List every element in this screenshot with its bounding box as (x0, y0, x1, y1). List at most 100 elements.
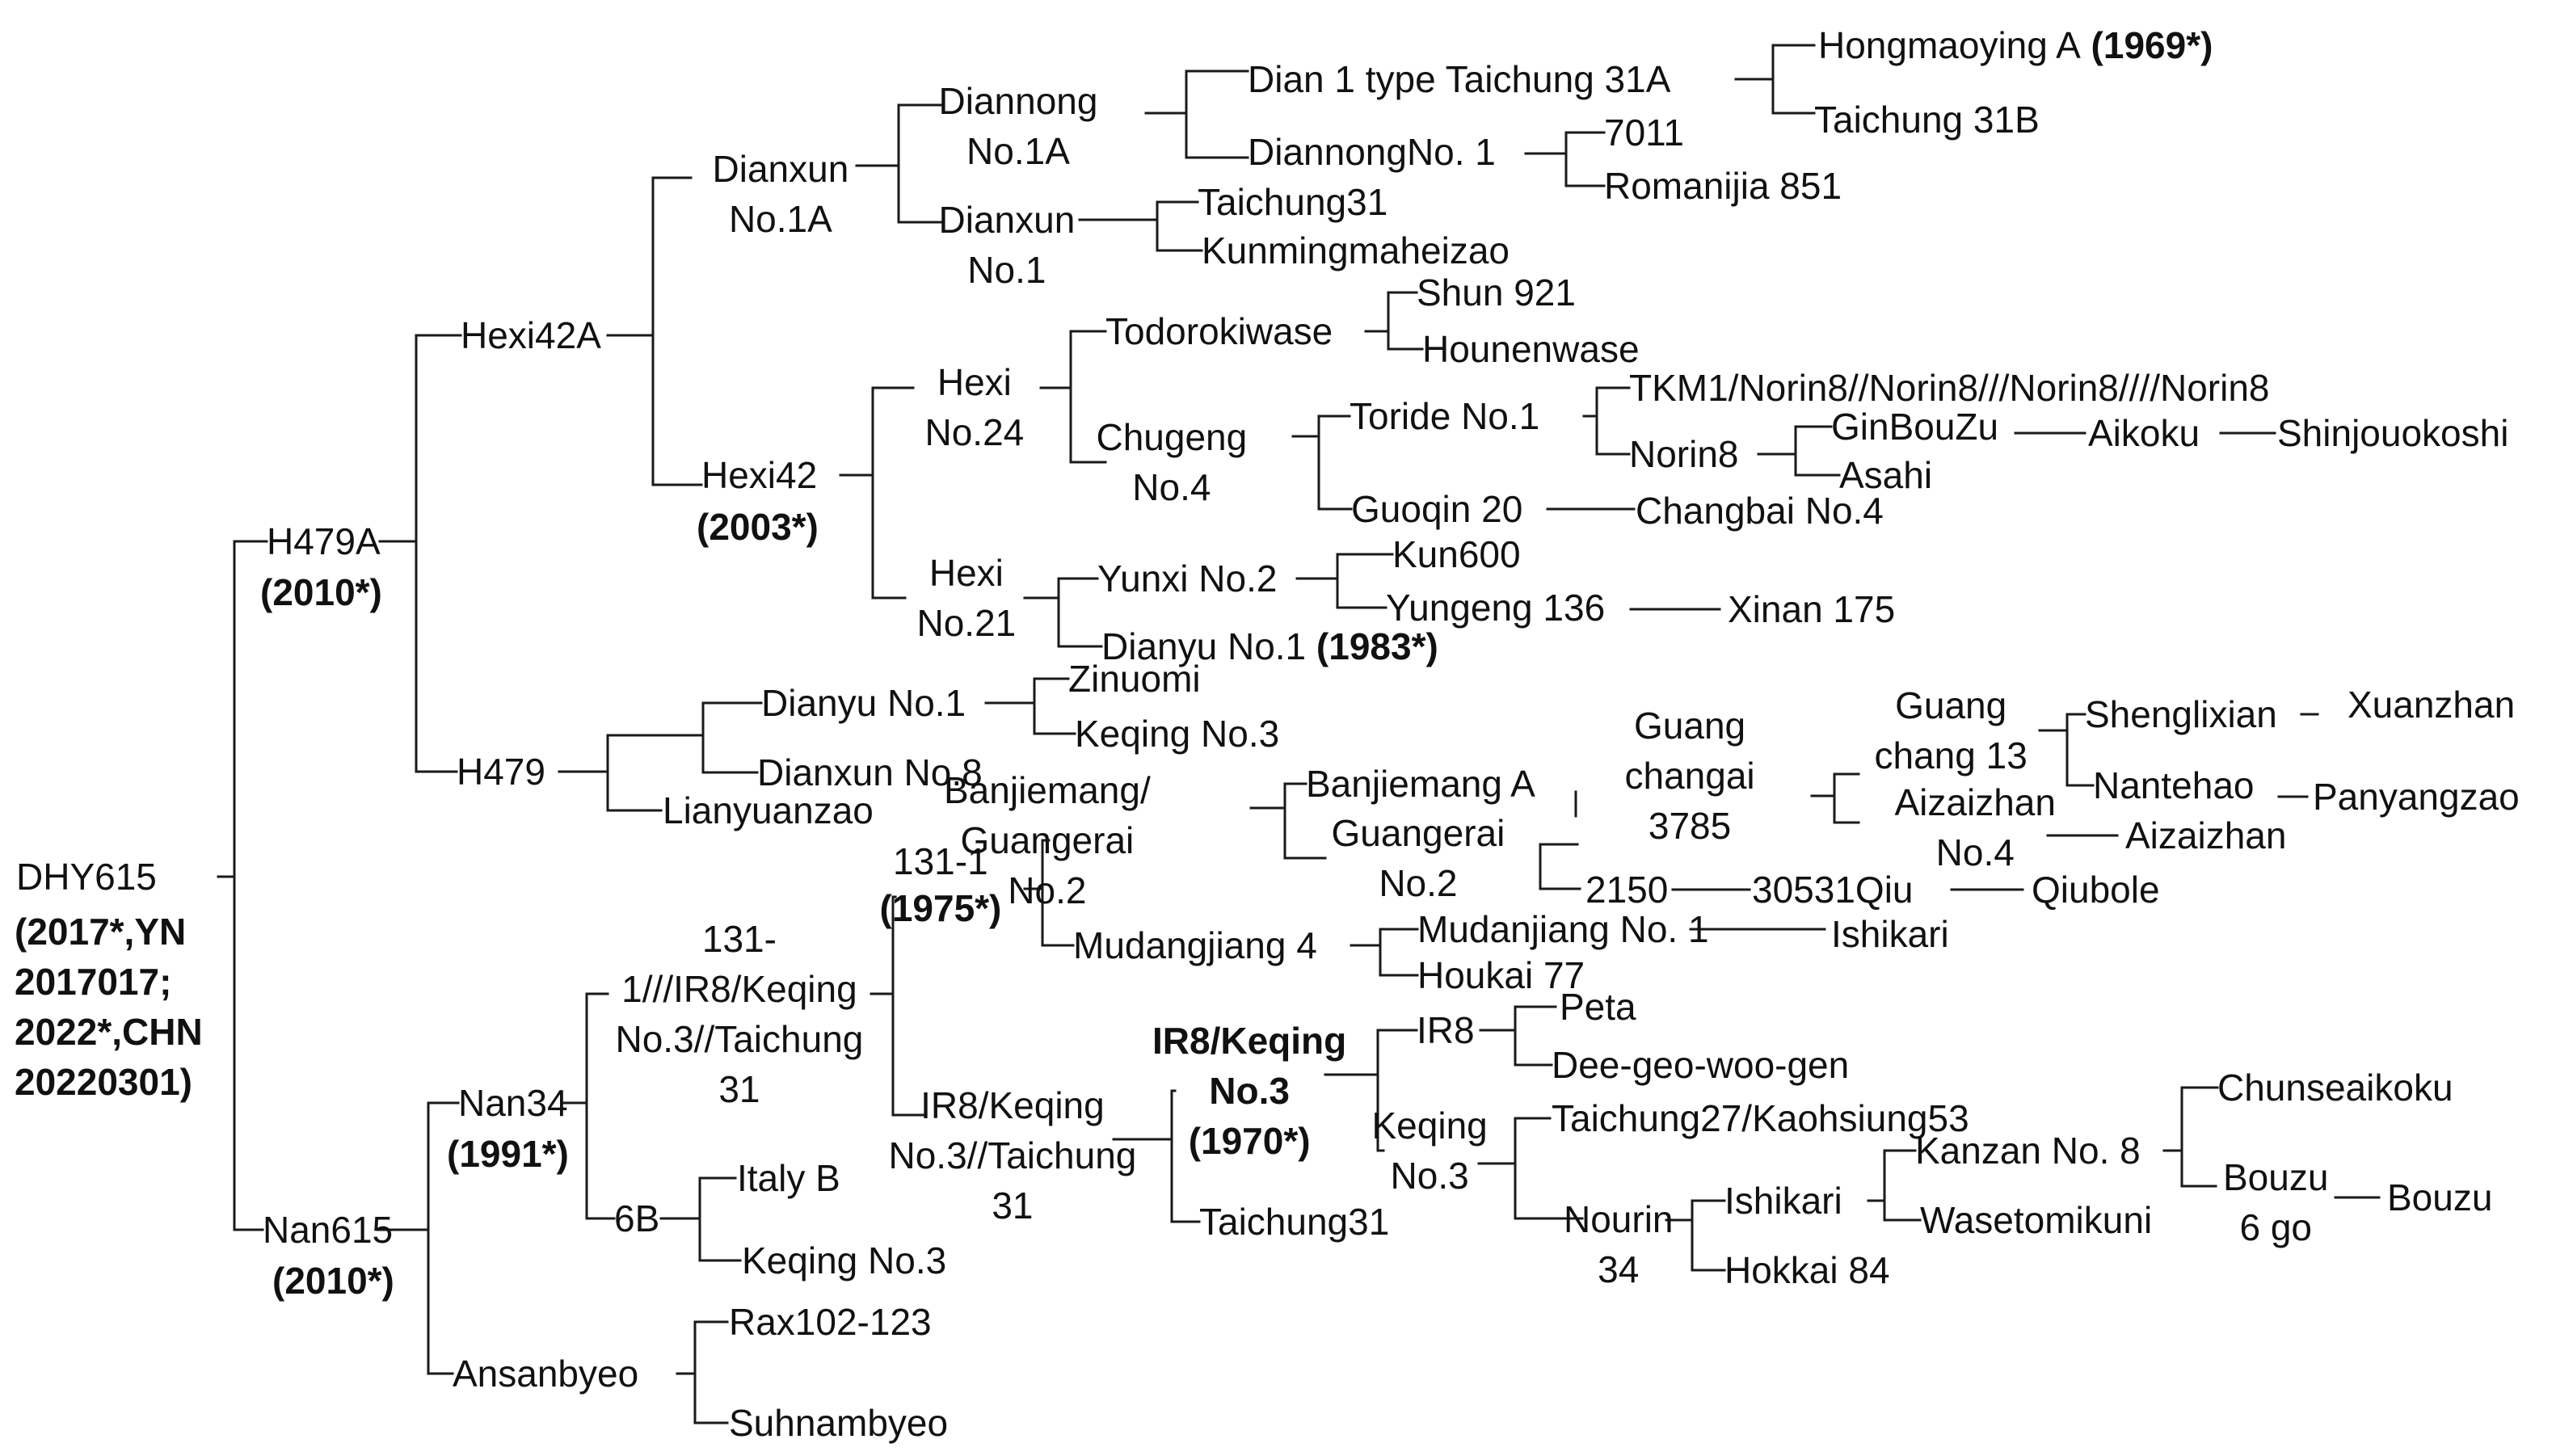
node-line: 7011 (1604, 112, 1684, 154)
node-line: No.4 (1132, 466, 1211, 508)
node-dianyu-no1-a: Dianyu No.1 (1983*) (1101, 621, 1438, 671)
node-nan34: Nan34 (458, 1078, 568, 1128)
node-norin8: Norin8 (1629, 429, 1739, 479)
node-line: Shenglixian (2085, 693, 2277, 735)
node-line: 6 go (2239, 1206, 2312, 1248)
node-taichung27: Taichung27/Kaohsiung53 (1552, 1093, 1969, 1143)
node-shinjouokoshi: Shinjouokoshi (2277, 408, 2508, 458)
node-line: Bouzu (2387, 1176, 2493, 1218)
node-line: IR8/Keqing (1152, 1020, 1347, 1062)
node-rax102: Rax102-123 (729, 1297, 932, 1347)
node-line: Dian 1 type Taichung 31A (1248, 58, 1671, 100)
node-line: Taichung31 (1199, 1201, 1390, 1243)
node-line: Shinjouokoshi (2277, 412, 2509, 454)
node-line: Shun 921 (1417, 271, 1576, 314)
node-kun600: Kun600 (1392, 529, 1521, 579)
node-line: Aikoku (2088, 412, 2200, 454)
node-line: 131-1 (893, 840, 988, 882)
node-line: 31 (718, 1068, 760, 1110)
node-line: Ishikari (1831, 913, 1949, 955)
node-panyangzao: Panyangzao (2313, 772, 2520, 822)
node-line: Romanijia 851 (1604, 165, 1842, 207)
node-line: DiannongNo. 1 (1248, 131, 1496, 173)
node-line: Kunmingmaheizao (1202, 229, 1510, 271)
node-n2150: 2150 (1585, 865, 1668, 915)
node-line: Chunseaikoku (2217, 1067, 2453, 1109)
node-line: chang 13 (1874, 734, 2028, 776)
node-tkm1: TKM1/Norin8//Norin8///Norin8////Norin8 (1629, 363, 2270, 413)
node-line: No.3//Taichung (888, 1134, 1137, 1176)
node-line: No.2 (1008, 869, 1087, 911)
node-aikoku: Aikoku (2088, 408, 2200, 458)
node-line: Dianyu No.1 (761, 682, 966, 724)
node-aizaizhan: Aizaizhan (2125, 810, 2286, 861)
node-line: Taichung27/Kaohsiung53 (1552, 1097, 1969, 1139)
node-nan615-year: (2010*) (272, 1256, 394, 1306)
node-h479a: H479A (267, 516, 381, 566)
node-ir8: IR8 (1417, 1005, 1475, 1055)
node-yungeng136: Yungeng 136 (1386, 583, 1605, 633)
node-line: Hounenwase (1422, 328, 1640, 370)
node-line: (2010*) (272, 1260, 394, 1302)
node-yunxi-no2: Yunxi No.2 (1097, 553, 1277, 604)
node-line: Bouzu (2223, 1156, 2329, 1198)
node-asahi: Asahi (1839, 450, 1932, 500)
node-taichung31b: Taichung 31B (1814, 95, 2040, 145)
node-line: No.24 (924, 411, 1025, 453)
node-line: No.1 (967, 249, 1046, 291)
node-line: Guang (1895, 684, 2007, 726)
node-year: (1983*) (1306, 625, 1438, 667)
node-line: Aizaizhan (1894, 781, 2056, 823)
node-hexi42a: Hexi42A (461, 310, 601, 360)
node-line: Toride No.1 (1350, 395, 1540, 437)
node-line: IR8/Keqing (920, 1084, 1105, 1126)
node-h479: H479 (457, 747, 545, 797)
node-kunmingmaheizao: Kunmingmaheizao (1202, 225, 1510, 276)
node-line: Dianxun No.8 (757, 751, 983, 793)
node-line: Dianxun (938, 199, 1076, 241)
node-zinuomi: Zinuomi (1068, 654, 1201, 704)
node-line: Dianyu No.1 (1983*) (1101, 625, 1438, 667)
node-shun921: Shun 921 (1417, 267, 1576, 318)
node-line: (1970*) (1188, 1120, 1311, 1162)
node-line: Changbai No.4 (1636, 490, 1884, 532)
node-xuanzhan: Xuanzhan (2348, 680, 2515, 730)
node-ishikari-a: Ishikari (1831, 909, 1949, 959)
node-dhy615: DHY615 (16, 852, 157, 902)
node-line: Nourin (1564, 1198, 1674, 1240)
node-n131-1-year: (1975*) (880, 883, 1002, 933)
node-line: H479A (267, 520, 381, 562)
node-line: No.3 (1209, 1070, 1290, 1112)
node-line: Qiubole (2032, 869, 2160, 911)
node-line: Todorokiwase (1105, 310, 1333, 352)
node-line: Dee-geo-woo-gen (1552, 1044, 1850, 1086)
node-taichung31-a: Taichung31 (1198, 177, 1387, 227)
node-line: TKM1/Norin8//Norin8///Norin8////Norin8 (1629, 367, 2270, 409)
node-line: No.2 (1379, 862, 1458, 904)
node-line: Mudangjiang 4 (1073, 924, 1317, 966)
node-dgwg: Dee-geo-woo-gen (1552, 1040, 1849, 1090)
node-lianyuanzao: Lianyuanzao (663, 785, 874, 835)
node-line: 31 (992, 1185, 1034, 1227)
node-line: 131- (701, 918, 777, 960)
node-line: Ishikari (1724, 1180, 1842, 1222)
node-line: Aizaizhan (2125, 814, 2287, 856)
node-line: DHY615 (16, 856, 157, 898)
node-line: Taichung 31B (1814, 99, 2040, 141)
node-line: Hokkai 84 (1724, 1249, 1890, 1291)
node-line: Hexi (937, 361, 1012, 403)
node-line: Nantehao (2093, 764, 2255, 806)
node-line: Hexi42 (701, 454, 818, 496)
node-line: Taichung31 (1198, 181, 1388, 223)
node-line: 6B (614, 1197, 660, 1239)
node-line: No.3//Taichung (615, 1018, 864, 1060)
